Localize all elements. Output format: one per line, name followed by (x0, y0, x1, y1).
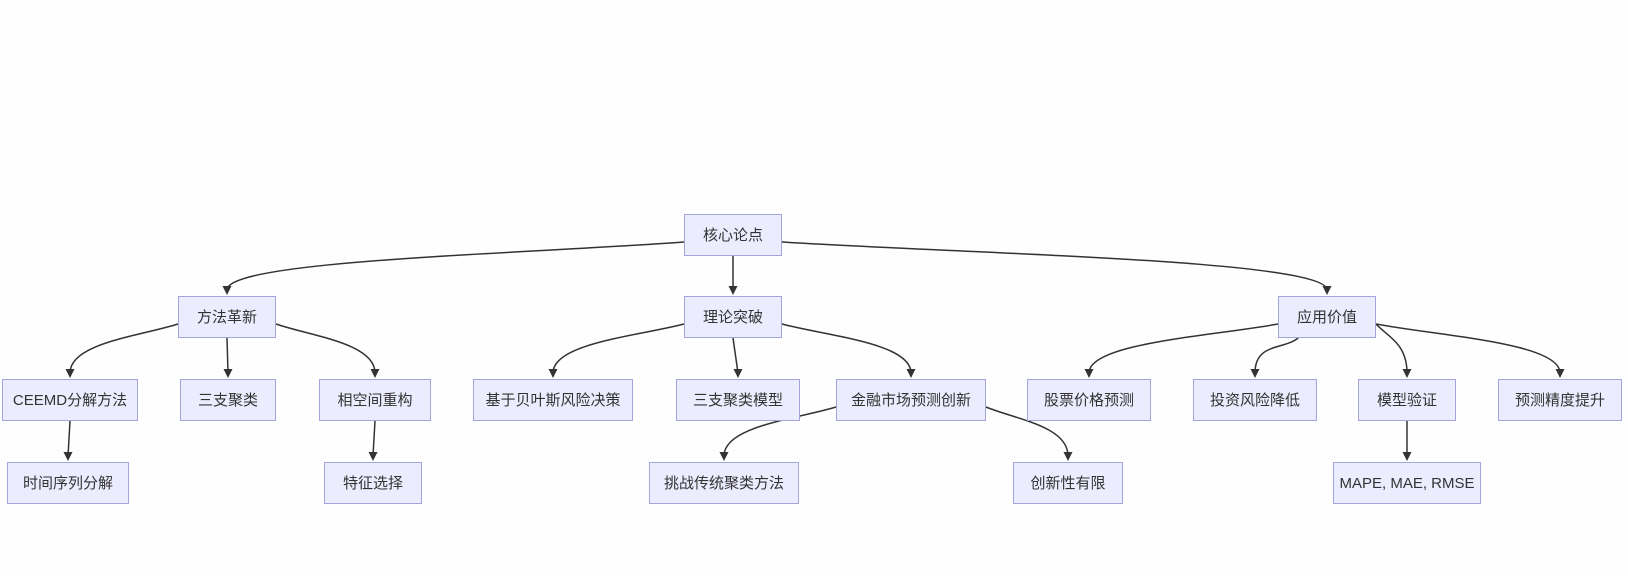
arrowhead-application-stock-prediction (1084, 369, 1094, 378)
node-metrics: MAPE, MAE, RMSE (1333, 462, 1481, 504)
edge-core-application (781, 241, 1328, 291)
node-feature-selection: 特征选择 (324, 462, 422, 504)
node-model-validation: 模型验证 (1358, 379, 1456, 421)
arrowhead-theory-bayesian-decision (548, 369, 558, 378)
node-method: 方法革新 (178, 296, 276, 338)
arrowhead-method-phase-space (370, 369, 380, 378)
node-stock-prediction: 股票价格预测 (1027, 379, 1151, 421)
edge-phase-space-feature-selection (372, 420, 376, 457)
node-bayesian-decision: 基于贝叶斯风险决策 (473, 379, 633, 421)
arrowhead-method-three-way-clustering (223, 369, 233, 378)
arrowhead-finance-innovation-challenge-clustering (719, 452, 729, 461)
edge-application-model-validation (1375, 323, 1408, 374)
arrowhead-application-model-validation (1402, 369, 1412, 378)
arrowhead-ceemd-ts-decomposition (63, 452, 73, 461)
edge-application-risk-reduction (1254, 337, 1299, 374)
arrowhead-phase-space-feature-selection (368, 452, 378, 461)
arrowhead-theory-finance-innovation (906, 369, 916, 378)
edge-core-method (226, 241, 685, 291)
node-risk-reduction: 投资风险降低 (1193, 379, 1317, 421)
edge-finance-innovation-challenge-clustering (723, 406, 837, 457)
arrowhead-core-theory (728, 286, 738, 295)
node-ts-decomposition: 时间序列分解 (7, 462, 129, 504)
arrowhead-theory-twc-model (733, 369, 743, 378)
arrowhead-finance-innovation-limited-innovation (1063, 452, 1073, 461)
node-ceemd: CEEMD分解方法 (2, 379, 138, 421)
edge-theory-bayesian-decision (552, 323, 685, 374)
arrowhead-application-risk-reduction (1250, 369, 1260, 378)
edge-finance-innovation-limited-innovation (985, 406, 1069, 457)
edge-method-ceemd (69, 323, 179, 374)
arrowhead-application-accuracy-improve (1555, 369, 1565, 378)
arrowhead-model-validation-metrics (1402, 452, 1412, 461)
node-core: 核心论点 (684, 214, 782, 256)
edge-ceemd-ts-decomposition (67, 420, 71, 457)
node-application: 应用价值 (1278, 296, 1376, 338)
node-twc-model: 三支聚类模型 (676, 379, 800, 421)
node-limited-innovation: 创新性有限 (1013, 462, 1123, 504)
node-finance-innovation: 金融市场预测创新 (836, 379, 986, 421)
arrowhead-core-method (222, 286, 232, 295)
arrowhead-method-ceemd (65, 369, 75, 378)
arrowhead-core-application (1322, 286, 1332, 295)
node-theory: 理论突破 (684, 296, 782, 338)
node-challenge-clustering: 挑战传统聚类方法 (649, 462, 799, 504)
node-phase-space: 相空间重构 (319, 379, 431, 421)
edge-theory-twc-model (732, 337, 739, 374)
node-three-way-clustering: 三支聚类 (180, 379, 276, 421)
node-accuracy-improve: 预测精度提升 (1498, 379, 1622, 421)
edge-method-three-way-clustering (226, 337, 229, 374)
edge-application-accuracy-improve (1375, 323, 1561, 374)
edge-application-stock-prediction (1088, 323, 1279, 374)
edge-method-phase-space (275, 323, 376, 374)
edge-theory-finance-innovation (781, 323, 912, 374)
